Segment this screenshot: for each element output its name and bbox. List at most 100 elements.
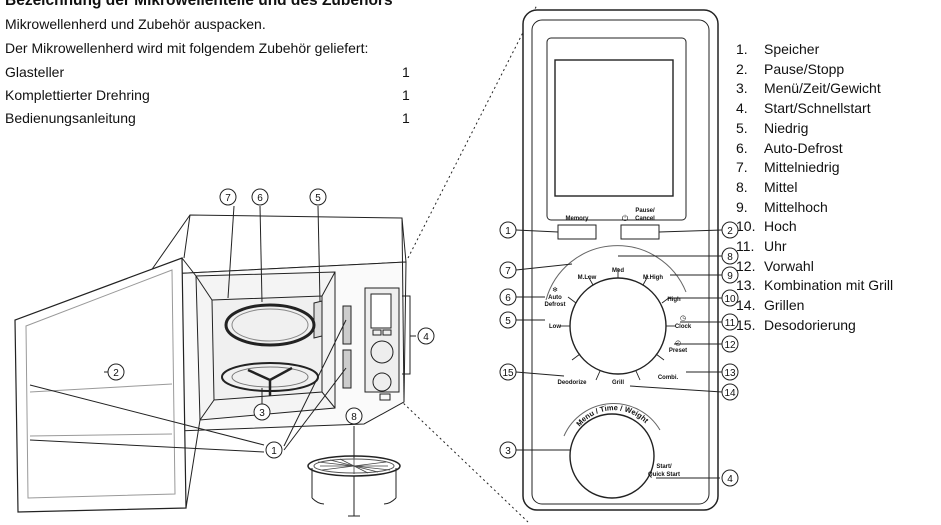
legend-label: Kombination mit Grill xyxy=(764,277,894,294)
legend-item: 12. Vorwahl xyxy=(736,257,893,277)
legend-number: 7. xyxy=(736,159,748,176)
legend-item: 8. Mittel xyxy=(736,178,893,198)
legend-label: Menü/Zeit/Gewicht xyxy=(764,80,881,97)
dial-label-defrost: Defrost xyxy=(544,302,565,308)
legend-item: 14.Grillen xyxy=(736,296,893,316)
door-latch-slot xyxy=(342,349,352,389)
callout-label: 8 xyxy=(727,252,733,263)
callout-label: 3 xyxy=(505,446,511,457)
legend-label: Mittelhoch xyxy=(764,198,828,215)
legend-item: 6. Auto-Defrost xyxy=(736,139,893,159)
clock-icon: ◷ xyxy=(680,315,686,322)
legend-item: 9. Mittelhoch xyxy=(736,198,893,218)
start-label: Start/ xyxy=(656,464,672,470)
dial-label-mlow: M.Low xyxy=(578,275,597,281)
display-screen xyxy=(554,59,674,197)
legend-label: Start/Schnellstart xyxy=(764,100,871,117)
legend-number: 2. xyxy=(736,60,748,77)
enlarged-control-panel xyxy=(522,9,719,511)
dial-label-med: Med xyxy=(612,268,624,274)
dial-label-combi: Combi. xyxy=(658,375,679,381)
legend-label: Vorwahl xyxy=(764,257,814,274)
callout-label: 1 xyxy=(505,226,511,237)
legend-number: 3. xyxy=(736,80,748,97)
accessory-name: Komplettierter Drehring xyxy=(5,87,150,103)
callout-label: 3 xyxy=(259,408,265,419)
callout-label: 13 xyxy=(724,368,736,379)
legend-number: 9. xyxy=(736,198,748,215)
intro-line-1: Mikrowellenherd und Zubehör auspacken. xyxy=(5,16,266,32)
guide-line xyxy=(407,4,538,259)
callout-label: 6 xyxy=(505,293,511,304)
dial-label-low: Low xyxy=(549,324,561,330)
microwave-oven xyxy=(147,214,407,433)
legend-item: 13. Kombination mit Grill xyxy=(736,276,893,296)
guide-line xyxy=(399,399,529,523)
pause-label: Pause/ xyxy=(635,208,655,214)
legend-label: Niedrig xyxy=(764,119,809,136)
preset-icon: ◴ xyxy=(675,340,681,347)
callout-label: 7 xyxy=(225,193,231,204)
legend-number: 5. xyxy=(736,119,748,136)
dial-label-auto: Auto xyxy=(548,295,562,301)
legend-label: Auto-Defrost xyxy=(764,139,843,156)
callout-label: 11 xyxy=(725,318,736,329)
legend-label: Pause/Stopp xyxy=(764,60,845,77)
legend-label: Desodorierung xyxy=(764,316,856,333)
legend-label: Mittelniedrig xyxy=(764,159,840,176)
legend-label: Mittel xyxy=(764,178,798,195)
legend-label: Grillen xyxy=(764,297,805,314)
oven-time-knob xyxy=(372,372,392,392)
intro-line-2: Der Mikrowellenherd wird mit folgendem Z… xyxy=(5,40,369,56)
dial-label-clock: Clock xyxy=(675,324,692,330)
dial-label-preset: Preset xyxy=(669,348,687,354)
oven-door xyxy=(14,257,201,513)
defrost-icon: ❄ xyxy=(552,286,558,294)
callout-circles xyxy=(107,188,739,487)
dial-arc xyxy=(563,403,661,437)
legend-item: 2. Pause/Stopp xyxy=(736,60,893,80)
quick-start-label: Quick Start xyxy=(648,472,680,478)
callout-label: 1 xyxy=(271,446,277,457)
legend-number: 10. xyxy=(736,218,756,235)
legend-number: 6. xyxy=(736,139,748,156)
callout-label: 10 xyxy=(724,294,736,305)
legend-label: Hoch xyxy=(764,218,797,235)
legend-number: 1. xyxy=(736,41,748,57)
dial-label-deodorize: Deodorize xyxy=(557,380,587,386)
legend-item: 3. Menü/Zeit/Gewicht xyxy=(736,79,893,99)
callout-label: 5 xyxy=(505,316,511,327)
dial-arc xyxy=(545,245,687,301)
legend-number: 11. xyxy=(736,238,755,255)
pause-label: Cancel xyxy=(635,216,655,222)
memory-label: Memory xyxy=(565,216,589,222)
accessory-qty: 1 xyxy=(402,110,410,126)
callout-label: 9 xyxy=(727,271,733,282)
oven-function-knob xyxy=(370,340,394,364)
legend-number: 13. xyxy=(736,277,756,294)
page-title: Bezeichnung der Mikrowellenteile und des… xyxy=(5,0,393,9)
glass-tray xyxy=(224,303,316,347)
callout-label: 14 xyxy=(724,388,736,399)
door-window xyxy=(546,37,687,221)
legend-label: Speicher xyxy=(764,41,820,57)
door-latch-slot xyxy=(342,305,352,345)
callout-label: 8 xyxy=(351,412,357,423)
legend-number: 4. xyxy=(736,100,748,117)
legend-item: 7. Mittelniedrig xyxy=(736,158,893,178)
waveguide-cover xyxy=(313,300,323,339)
callout-label: 12 xyxy=(724,340,736,351)
legend-item: 15.Desodorierung xyxy=(736,316,893,336)
dial-label-grill: Grill xyxy=(612,380,624,386)
callout-label: 2 xyxy=(113,368,119,379)
callout-label: 2 xyxy=(727,226,733,237)
legend-number: 8. xyxy=(736,178,748,195)
dial-label-high: High xyxy=(667,297,681,303)
legend-number: 12. xyxy=(736,257,756,274)
accessory-qty: 1 xyxy=(402,64,410,80)
grill-rack xyxy=(307,455,401,517)
legend-item: 10. Hoch xyxy=(736,217,893,237)
dial-label-mhigh: M.High xyxy=(643,275,663,281)
power-icon: ⏻ xyxy=(622,214,629,223)
